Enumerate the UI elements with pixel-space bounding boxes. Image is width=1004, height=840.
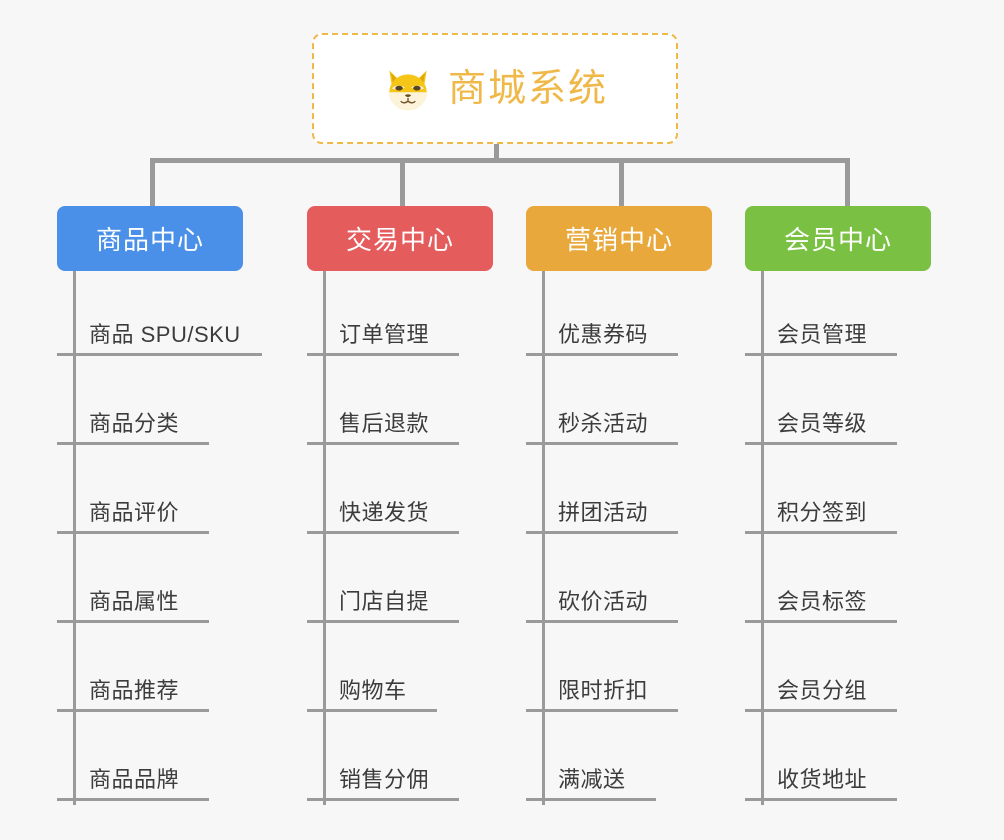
leaf-item-label: 拼团活动 bbox=[558, 500, 649, 525]
category-trunk-2 bbox=[323, 271, 326, 805]
leaf-item-label: 收货地址 bbox=[777, 767, 868, 792]
leaf-item-underline bbox=[745, 620, 897, 623]
leaf-item[interactable]: 售后退款 bbox=[307, 360, 493, 449]
leaf-item-label: 订单管理 bbox=[339, 322, 430, 347]
category-header-3[interactable]: 营销中心 bbox=[526, 206, 712, 271]
leaf-item[interactable]: 商品评价 bbox=[57, 449, 243, 538]
leaf-item-underline bbox=[526, 531, 678, 534]
leaf-item[interactable]: 会员等级 bbox=[745, 360, 931, 449]
leaf-item[interactable]: 会员分组 bbox=[745, 627, 931, 716]
leaf-item-label: 商品分类 bbox=[89, 411, 180, 436]
leaf-item-underline bbox=[526, 709, 678, 712]
shiba-dog-face-icon bbox=[389, 69, 427, 110]
root-stem-connector bbox=[494, 144, 499, 162]
category-trunk-4 bbox=[761, 271, 764, 805]
leaf-item-underline bbox=[57, 442, 209, 445]
leaf-item[interactable]: 拼团活动 bbox=[526, 449, 712, 538]
leaf-list-2: 订单管理售后退款快递发货门店自提购物车销售分佣 bbox=[307, 271, 493, 805]
leaf-item-label: 会员标签 bbox=[777, 589, 868, 614]
leaf-item[interactable]: 收货地址 bbox=[745, 716, 931, 805]
root-title: 商城系统 bbox=[447, 67, 608, 110]
leaf-item[interactable]: 会员标签 bbox=[745, 538, 931, 627]
leaf-item-label: 购物车 bbox=[339, 678, 407, 703]
category-header-1[interactable]: 商品中心 bbox=[57, 206, 243, 271]
leaf-item[interactable]: 门店自提 bbox=[307, 538, 493, 627]
leaf-item-label: 商品 SPU/SKU bbox=[89, 322, 241, 347]
leaf-item-label: 砍价活动 bbox=[558, 589, 649, 614]
leaf-list-1: 商品 SPU/SKU 商品分类商品评价商品属性商品推荐商品品牌 bbox=[57, 271, 262, 805]
category-trunk-1 bbox=[73, 271, 76, 805]
drop-connector-4 bbox=[845, 158, 850, 208]
leaf-item[interactable]: 优惠券码 bbox=[526, 271, 712, 360]
leaf-item-underline bbox=[57, 620, 209, 623]
leaf-item[interactable]: 商品品牌 bbox=[57, 716, 243, 805]
root-node[interactable]: 商城系统 bbox=[312, 33, 678, 144]
drop-connector-1 bbox=[150, 158, 155, 208]
leaf-item-label: 商品推荐 bbox=[89, 678, 180, 703]
leaf-item-label: 限时折扣 bbox=[558, 678, 649, 703]
leaf-item-label: 商品品牌 bbox=[89, 767, 180, 792]
category-trunk-3 bbox=[542, 271, 545, 805]
leaf-item-underline bbox=[57, 798, 209, 801]
leaf-item-label: 会员管理 bbox=[777, 322, 868, 347]
category-header-4[interactable]: 会员中心 bbox=[745, 206, 931, 271]
category-column-1: 商品中心商品 SPU/SKU 商品分类商品评价商品属性商品推荐商品品牌 bbox=[57, 206, 262, 805]
leaf-item-label: 优惠券码 bbox=[558, 322, 649, 347]
leaf-item[interactable]: 限时折扣 bbox=[526, 627, 712, 716]
leaf-list-4: 会员管理会员等级积分签到会员标签会员分组收货地址 bbox=[745, 271, 931, 805]
leaf-item-label: 快递发货 bbox=[339, 500, 430, 525]
leaf-item[interactable]: 积分签到 bbox=[745, 449, 931, 538]
category-column-2: 交易中心订单管理售后退款快递发货门店自提购物车销售分佣 bbox=[307, 206, 493, 805]
drop-connector-2 bbox=[400, 158, 405, 208]
leaf-item-underline bbox=[745, 442, 897, 445]
leaf-item-underline bbox=[307, 531, 459, 534]
leaf-item-label: 积分签到 bbox=[777, 500, 868, 525]
drop-connector-3 bbox=[619, 158, 624, 208]
leaf-item[interactable]: 销售分佣 bbox=[307, 716, 493, 805]
leaf-item-label: 满减送 bbox=[558, 767, 626, 792]
leaf-item-underline bbox=[57, 709, 209, 712]
leaf-item[interactable]: 商品分类 bbox=[57, 360, 243, 449]
leaf-item-label: 秒杀活动 bbox=[558, 411, 649, 436]
leaf-item-underline bbox=[526, 620, 678, 623]
leaf-list-3: 优惠券码秒杀活动拼团活动砍价活动限时折扣满减送 bbox=[526, 271, 712, 805]
leaf-item-label: 商品属性 bbox=[89, 589, 180, 614]
leaf-item[interactable]: 快递发货 bbox=[307, 449, 493, 538]
leaf-item[interactable]: 秒杀活动 bbox=[526, 360, 712, 449]
leaf-item[interactable]: 会员管理 bbox=[745, 271, 931, 360]
leaf-item[interactable]: 订单管理 bbox=[307, 271, 493, 360]
leaf-item-underline bbox=[526, 442, 678, 445]
category-column-3: 营销中心优惠券码秒杀活动拼团活动砍价活动限时折扣满减送 bbox=[526, 206, 712, 805]
leaf-item-label: 门店自提 bbox=[339, 589, 430, 614]
leaf-item-underline bbox=[307, 798, 459, 801]
leaf-item[interactable]: 购物车 bbox=[307, 627, 493, 716]
category-header-2[interactable]: 交易中心 bbox=[307, 206, 493, 271]
leaf-item-underline bbox=[745, 709, 897, 712]
leaf-item-underline bbox=[307, 353, 459, 356]
leaf-item-underline bbox=[307, 620, 459, 623]
leaf-item-underline bbox=[745, 531, 897, 534]
main-bus-connector bbox=[150, 158, 850, 163]
leaf-item-label: 商品评价 bbox=[89, 500, 180, 525]
leaf-item[interactable]: 砍价活动 bbox=[526, 538, 712, 627]
leaf-item-underline bbox=[745, 353, 897, 356]
category-column-4: 会员中心会员管理会员等级积分签到会员标签会员分组收货地址 bbox=[745, 206, 931, 805]
leaf-item-underline bbox=[745, 798, 897, 801]
leaf-item-underline bbox=[526, 798, 656, 801]
leaf-item-label: 会员等级 bbox=[777, 411, 868, 436]
leaf-item[interactable]: 商品 SPU/SKU bbox=[57, 271, 262, 360]
leaf-item-label: 售后退款 bbox=[339, 411, 430, 436]
leaf-item-underline bbox=[526, 353, 678, 356]
leaf-item-underline bbox=[57, 531, 209, 534]
leaf-item-underline bbox=[307, 442, 459, 445]
leaf-item[interactable]: 满减送 bbox=[526, 716, 712, 805]
leaf-item-label: 销售分佣 bbox=[339, 767, 430, 792]
leaf-item[interactable]: 商品推荐 bbox=[57, 627, 243, 716]
leaf-item-label: 会员分组 bbox=[777, 678, 868, 703]
leaf-item[interactable]: 商品属性 bbox=[57, 538, 243, 627]
leaf-item-underline bbox=[307, 709, 437, 712]
leaf-item-underline bbox=[57, 353, 262, 356]
